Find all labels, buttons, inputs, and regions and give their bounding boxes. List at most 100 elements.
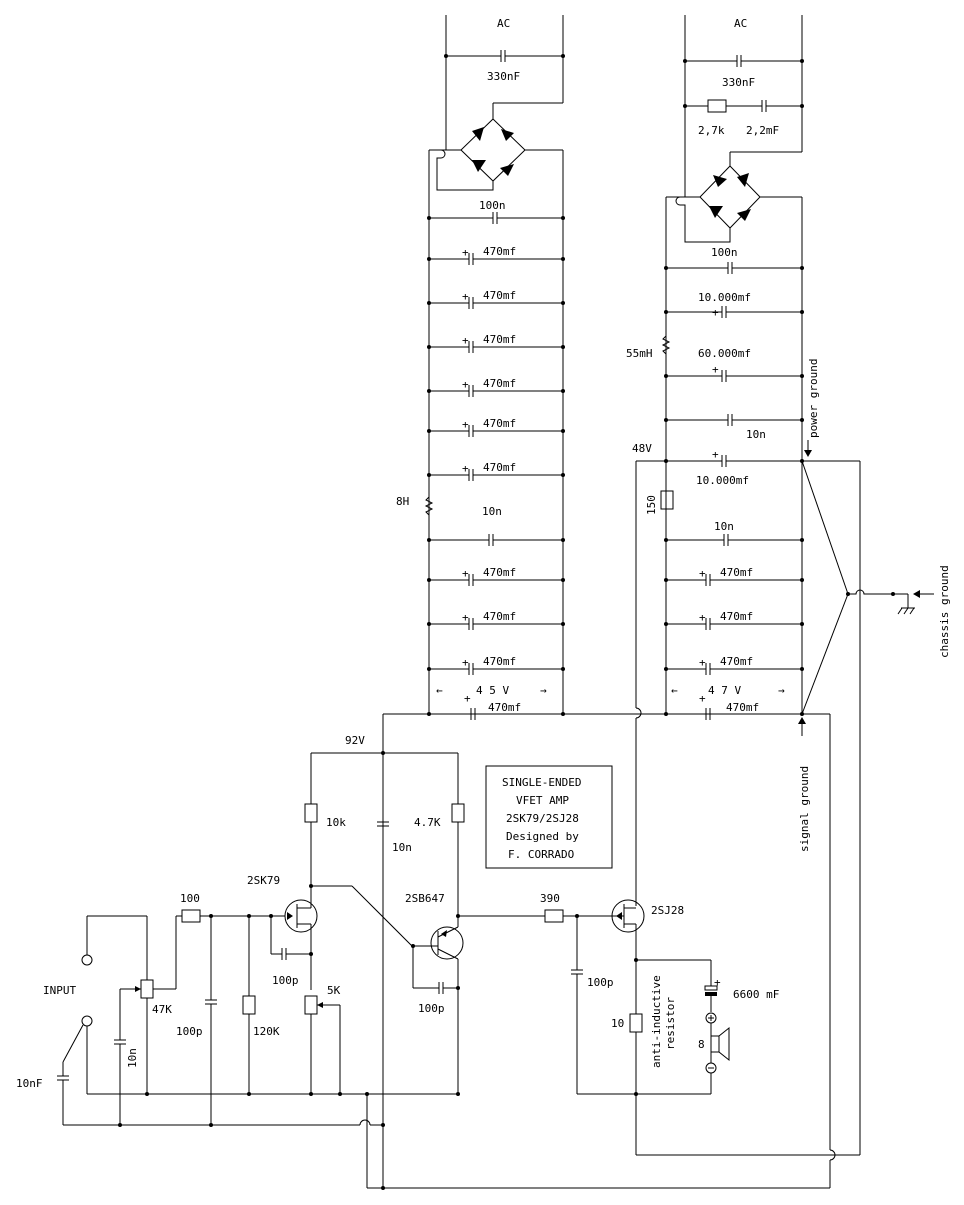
voltage-45v-label: 4 5 V [476,684,509,697]
left-filter-caps: +470mf+470mf+470mf+470mf+470mf+470mf+470… [427,245,565,675]
plus-sign: + [699,567,706,580]
plus-sign: + [462,567,469,580]
cap-10n-bypass-label: 10n [392,841,412,854]
title-line-3: 2SK79/2SJ28 [506,812,579,825]
cap-470mf-rail-right: 470mf [726,701,759,714]
arrow-up-icon [798,717,806,724]
right-330nf-label: 330nF [722,76,755,89]
left-330nf-label: 330nF [487,70,520,83]
pot-5k-label: 5K [327,984,341,997]
resistor-120k-icon [242,995,256,1015]
plus-sign: + [699,656,706,669]
cap-470mf-label: 470mf [483,245,516,258]
plus-sign: + [462,418,469,431]
anti-inductive-label-2: resistor [664,997,677,1050]
left-100n-label: 100n [479,199,506,212]
cap-470mf-label: 470mf [483,289,516,302]
plus-sign: + [712,448,719,461]
choke-icon [661,335,671,355]
title-line-5: F. CORRADO [508,848,574,861]
input-terminal-top[interactable] [81,954,93,966]
pot-47k-label: 47K [152,1003,172,1016]
filter-cap-rung-l2: +470mf [427,333,565,353]
right-10n-label-1: 10n [746,428,766,441]
diode-icon [501,129,514,141]
choke-8h-label: 8H [396,495,409,508]
diode-icon [709,206,723,218]
plus-sign: + [462,334,469,347]
cap-100p-bjt-label: 100p [418,1002,445,1015]
cap-470mf-label: 470mf [483,566,516,579]
cap-100p-gate-label: 100p [587,976,614,989]
filter-cap-rung-l6: +470mf [427,566,565,586]
filter-cap-rung-l8: +470mf [427,655,565,675]
cap-470mf-label: 470mf [483,377,516,390]
cap-470mf-label: 470mf [483,417,516,430]
voltage-47v-label: 4 7 V [708,684,741,697]
arrow-left-icon [913,590,920,598]
pot-5k-icon [304,995,318,1015]
right-10n-label-2: 10n [714,520,734,533]
title-line-4: Designed by [506,830,579,843]
voltage-92v-label: 92V [345,734,365,747]
cap-470mf-label: 470mf [483,610,516,623]
right-ac-label: AC [734,17,747,30]
diode-icon [713,175,727,187]
cap-470mf-label: 470mf [720,566,753,579]
title-line-1: SINGLE-ENDED [502,776,581,789]
cap-470mf-label: 470mf [720,610,753,623]
cap-10000mf-label-2: 10.000mf [696,474,749,487]
resistor-10-label: 10 [611,1017,624,1030]
jfet-2sj28-icon [611,899,645,933]
snubber-resistor-icon [707,99,727,113]
filter-cap-rung-r1: +470mf [664,610,804,630]
plus-sign: + [462,656,469,669]
resistor-4k7-icon [451,803,465,823]
right-power-supply: AC 330nF 2,7k 2,2mF 100n 10. [626,15,860,906]
resistor-4k7-label: 4.7K [414,816,441,829]
plus-sign: + [712,363,719,376]
input-stage: INPUT 10nF 10n 47K 100 100p [16,892,460,1190]
speaker-icon [710,1026,730,1062]
cap-100p-input-label: 100p [176,1025,203,1038]
right-arrow-r: → [778,684,785,697]
amplifier-stage: 10k 10n 4.7K 2SK79 100p [200,753,779,1096]
filter-cap-rung-l5: +470mf [427,461,565,481]
diode-icon [737,173,749,187]
snubber-c-label: 2,2mF [746,124,779,137]
plus-sign: + [699,692,706,705]
cap-10000mf-label-1: 10.000mf [698,291,751,304]
resistor-10k-label: 10k [326,816,346,829]
left-power-supply: AC 330nF 100n [427,15,565,714]
cap-6600mf-label: 6600 mF [733,988,779,1001]
resistor-120k-label: 120K [253,1025,280,1038]
diode-icon [472,127,484,141]
signal-ground-label: signal ground [798,766,811,852]
voltage-48v-label: 48V [632,442,652,455]
cap-470mf-label: 470mf [483,333,516,346]
arrow-down-icon [804,450,812,457]
filter-cap-rung-l1: +470mf [427,289,565,309]
plus-sign: + [462,462,469,475]
plus-sign: + [464,692,471,705]
right-bridge-rectifier [699,165,761,229]
title-line-2: VFET AMP [516,794,569,807]
jfet-2sk79-label: 2SK79 [247,874,280,887]
cap-470mf-label: 470mf [483,655,516,668]
title-block: SINGLE-ENDED VFET AMP 2SK79/2SJ28 Design… [485,765,613,869]
input-terminal-bottom[interactable] [81,1015,93,1027]
resistor-150-label: 150 [645,495,658,515]
cap-470mf-rail-left: 470mf [488,701,521,714]
bjt-2sb647-label: 2SB647 [405,892,445,905]
plus-sign: + [462,611,469,624]
filter-cap-rung-l7: +470mf [427,610,565,630]
plus-sign: + [462,378,469,391]
cap-470mf-label: 470mf [720,655,753,668]
diode-icon [737,209,751,221]
choke-icon [424,496,434,516]
bjt-2sb647-icon [430,926,464,960]
left-10n-label: 10n [482,505,502,518]
resistor-10k-icon [304,803,318,823]
speaker-8-label: 8 [698,1038,705,1051]
resistor-390-label: 390 [540,892,560,905]
